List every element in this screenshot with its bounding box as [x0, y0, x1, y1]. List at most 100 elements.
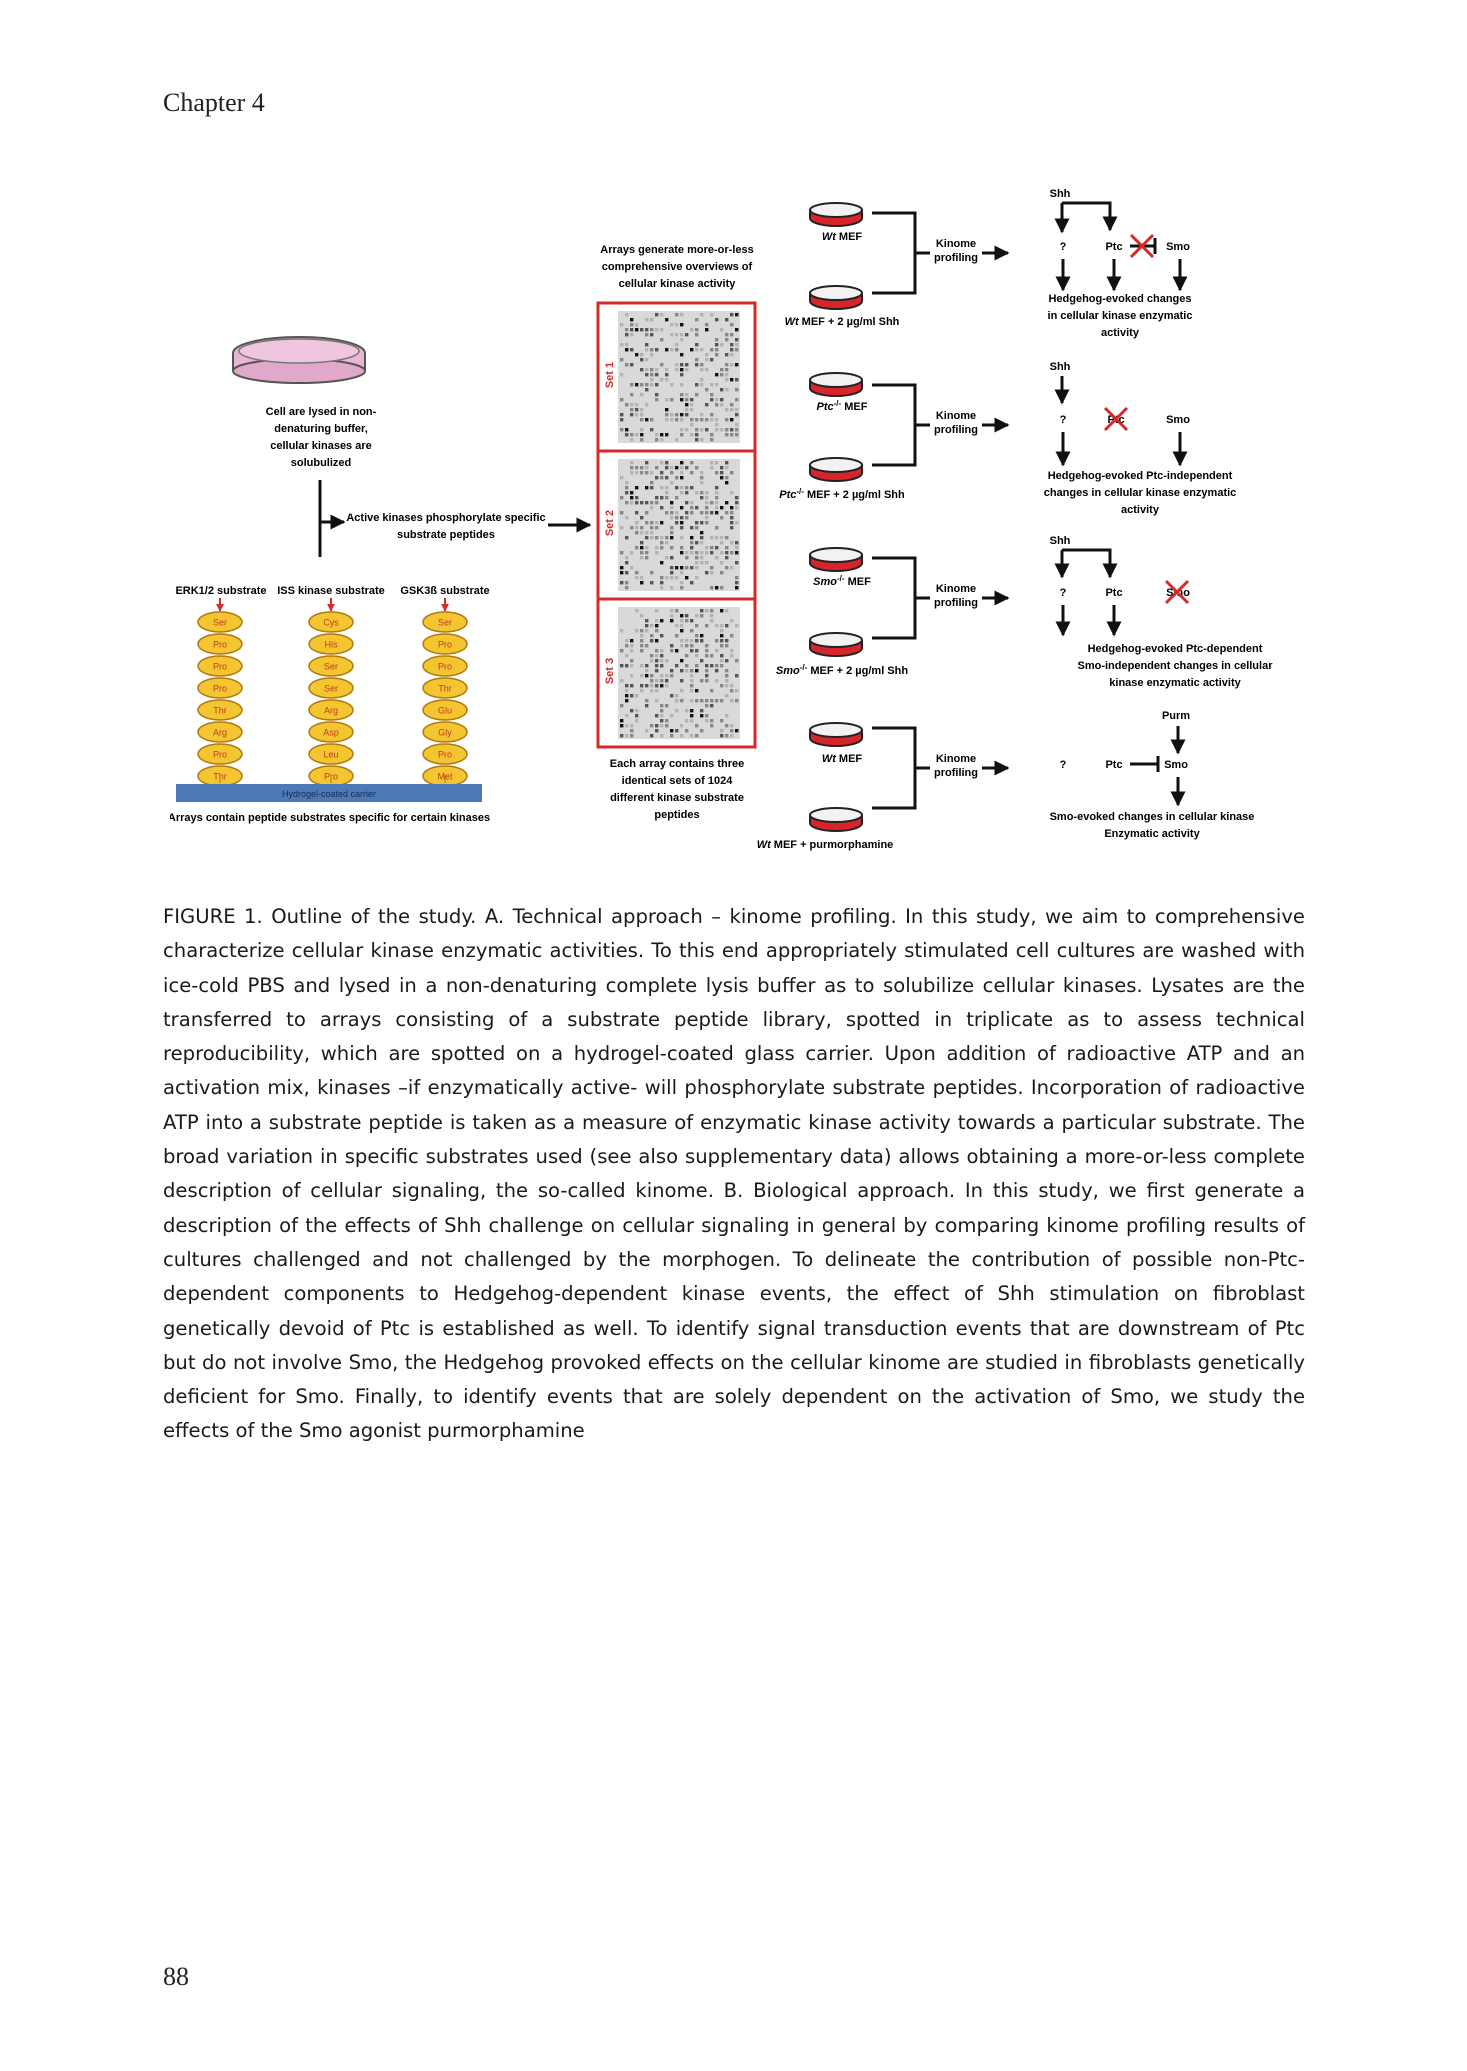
array-grid: [618, 459, 740, 591]
array-set: Set 3: [596, 597, 757, 749]
group-bracket: [872, 383, 917, 467]
unknown-node: ?: [1060, 759, 1067, 771]
set-label: Set 1: [604, 362, 616, 388]
amino-acid-label: Pro: [213, 662, 227, 672]
amino-acid-label: Gly: [438, 728, 452, 738]
substrate-label: ISS kinase substrate: [277, 585, 385, 597]
array-sets: Set 1 Set 2 Set 3: [596, 301, 757, 749]
pathway-arrow: [1062, 548, 1118, 579]
peptide-bead: [197, 699, 243, 721]
amino-acid-label: Ser: [324, 684, 338, 694]
dish-label: Wt MEF: [822, 231, 863, 243]
amino-acid-label: His: [325, 640, 338, 650]
peptide-bead: [197, 655, 243, 677]
carrier-label: Hydrogel-coated carrier: [282, 789, 376, 799]
dish-label: Wt MEF: [822, 753, 863, 765]
page-number: 88: [163, 1962, 189, 1991]
peptide-bead: [422, 743, 468, 765]
red-dish-icon: [809, 202, 863, 227]
red-dish-icon: [809, 372, 863, 397]
peptide-bead: [308, 633, 354, 655]
lysis-description: Cell are lysed in non-denaturing buffer,…: [266, 406, 377, 469]
dish-label: Wt MEF + purmorphamine: [757, 839, 894, 851]
figure-caption: FIGURE 1. Outline of the study. A. Techn…: [163, 905, 1305, 1443]
peptide-bead: [422, 611, 468, 633]
red-dish-icon: [809, 457, 863, 482]
array-grid: [618, 311, 740, 443]
dish-label: Ptc-/- MEF: [817, 399, 868, 414]
peptide-bead: [422, 655, 468, 677]
dish-label: Smo-/- MEF + 2 µg/ml Shh: [776, 663, 908, 678]
dish-label: Smo-/- MEF: [813, 574, 871, 589]
array-set: Set 1: [596, 301, 757, 453]
amino-acid-label: Arg: [324, 706, 338, 716]
amino-acid-label: Pro: [438, 640, 452, 650]
peptide-bead: [197, 721, 243, 743]
shh-node: Shh: [1050, 535, 1071, 547]
amino-acid-label: Pro: [438, 750, 452, 760]
peptide-bead: [308, 699, 354, 721]
amino-acid-label: Thr: [213, 706, 227, 716]
smo-node: Smo: [1164, 759, 1188, 771]
inhibited-cross-icon: [1129, 233, 1155, 259]
dish-label: Wt MEF + 2 µg/ml Shh: [785, 316, 900, 328]
amino-acid-label: Thr: [438, 684, 452, 694]
study-outline-figure: Cell are lysed in non-denaturing buffer,…: [170, 188, 1274, 851]
left-panel: Cell are lysed in non-denaturing buffer,…: [170, 336, 592, 824]
array-set: Set 2: [596, 449, 757, 601]
arrays-caption: Arrays contain peptide substrates specif…: [170, 812, 490, 824]
shh-node: Shh: [1050, 361, 1071, 373]
smo-node: Smo: [1166, 414, 1190, 426]
amino-acid-label: Cys: [323, 618, 339, 628]
amino-acid-label: Pro: [213, 684, 227, 694]
dish-label: Ptc-/- MEF + 2 µg/ml Shh: [779, 487, 905, 502]
amino-acid-label: Pro: [213, 640, 227, 650]
peptide-bead: [308, 611, 354, 633]
amino-acid-label: Leu: [323, 750, 338, 760]
amino-acid-label: Arg: [213, 728, 227, 738]
group-bracket: [872, 726, 917, 810]
chapter-header: Chapter 4: [163, 88, 265, 117]
unknown-node: ?: [1060, 587, 1067, 599]
hydrogel-carrier: [176, 784, 482, 802]
petri-dish-icon: [232, 336, 366, 384]
smo-node: Smo: [1166, 241, 1190, 253]
peptide-bead: [422, 699, 468, 721]
amino-acid-label: Pro: [213, 750, 227, 760]
unknown-node: ?: [1060, 414, 1067, 426]
peptide-bead: [422, 633, 468, 655]
amino-acid-label: Glu: [438, 706, 452, 716]
peptide-bead: [422, 677, 468, 699]
amino-acid-label: Asp: [323, 728, 339, 738]
peptide-bead: [422, 721, 468, 743]
set-label: Set 3: [604, 658, 616, 684]
svg-text:Cell are lysed in non-denaturi: Cell are lysed in non-denaturing buffer,…: [266, 406, 377, 469]
pathway-arrow: [1062, 201, 1118, 232]
inhibited-cross-icon: [1103, 406, 1129, 432]
peptide-bead: [197, 743, 243, 765]
group-bracket: [872, 556, 917, 640]
peptide-bead: [308, 655, 354, 677]
ptc-node: Ptc: [1105, 759, 1122, 771]
ptc-node: Ptc: [1105, 241, 1122, 253]
substrate-label: ERK1/2 substrate: [175, 585, 266, 597]
peptide-substrate-columns: ERK1/2 substrateSerProProProThrArgProThr…: [175, 585, 490, 787]
unknown-node: ?: [1060, 241, 1067, 253]
red-dish-icon: [809, 807, 863, 832]
substrate-label: GSK3ß substrate: [400, 585, 489, 597]
set-label: Set 2: [604, 510, 616, 536]
ptc-node: Ptc: [1105, 587, 1122, 599]
peptide-bead: [197, 677, 243, 699]
red-dish-icon: [809, 285, 863, 310]
